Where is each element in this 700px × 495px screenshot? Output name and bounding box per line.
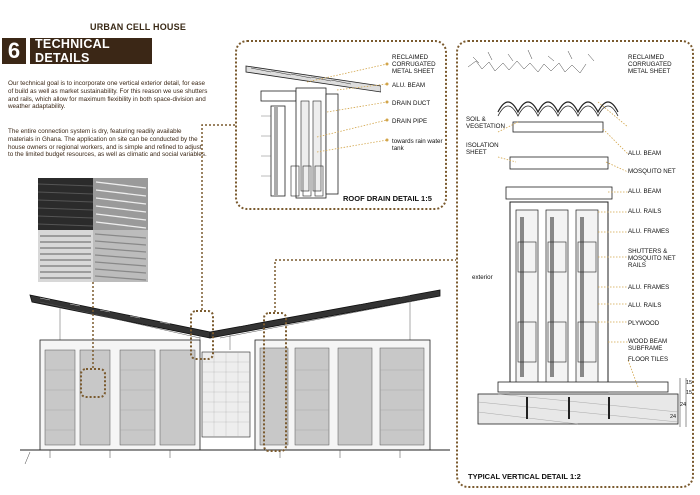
dim-15-b: 15 bbox=[686, 380, 693, 386]
vert-label-alu-frames-2: ALU. FRAMES bbox=[628, 284, 670, 291]
callout-vertical-detail bbox=[263, 312, 287, 452]
vert-label-soil: SOIL & VEGETATION bbox=[466, 116, 505, 130]
vert-label-corrugated: RECLAIMED CORRUGATED METAL SHEET bbox=[628, 54, 672, 75]
shutter-photo bbox=[38, 178, 148, 282]
callout-roof-drain bbox=[190, 310, 214, 360]
roof-leader-lines bbox=[306, 62, 389, 153]
vertical-detail-drawing bbox=[467, 49, 687, 427]
dim-24-b: 24 bbox=[680, 402, 687, 408]
vert-label-plywood: PLYWOOD bbox=[628, 320, 660, 327]
section-number: 6 bbox=[2, 38, 26, 64]
dim-15-a: 15 bbox=[686, 390, 693, 396]
intro-paragraph-1: Our technical goal is to incorporate one… bbox=[8, 80, 208, 111]
vert-label-alu-rails-2: ALU. RAILS bbox=[628, 302, 662, 309]
house-section-drawing bbox=[20, 289, 450, 465]
intro-paragraph-2: The entire connection system is dry, fea… bbox=[8, 128, 207, 159]
roof-label-drain-duct: DRAIN DUCT bbox=[392, 100, 431, 107]
vertical-detail-title: TYPICAL VERTICAL DETAIL 1:2 bbox=[468, 472, 581, 481]
vert-label-shutters-rails: SHUTTERS & MOSQUITO NET RAILS bbox=[628, 248, 676, 269]
section-title: TECHNICAL DETAILS bbox=[30, 37, 152, 65]
vert-label-alu-beam-2: ALU. BEAM bbox=[628, 188, 662, 195]
vert-label-exterior: exterior bbox=[472, 274, 493, 281]
vertical-detail-box: RECLAIMED CORRUGATED METAL SHEET ALU. BE… bbox=[456, 40, 694, 488]
vert-label-floor-tiles: FLOOR TILES bbox=[628, 356, 669, 363]
vert-label-mosquito-net: MOSQUITO NET bbox=[628, 168, 676, 175]
callout-photo-window bbox=[80, 368, 106, 398]
vert-label-alu-rails-1: ALU. RAILS bbox=[628, 208, 662, 215]
roof-label-corrugated: RECLAIMED CORRUGATED METAL SHEET bbox=[392, 54, 436, 75]
roof-label-alu-beam: ALU. BEAM bbox=[392, 82, 426, 89]
roof-detail-title: ROOF DRAIN DETAIL 1:5 bbox=[343, 194, 432, 203]
roof-label-drain-pipe: DRAIN PIPE bbox=[392, 118, 428, 125]
project-subtitle: URBAN CELL HOUSE bbox=[90, 22, 187, 32]
vert-label-alu-beam-1: ALU. BEAM bbox=[628, 150, 662, 157]
roof-drain-drawing bbox=[245, 65, 381, 199]
vert-label-wood-beam: WOOD BEAM SUBFRAME bbox=[628, 338, 668, 352]
dim-24-a: 24 bbox=[670, 414, 677, 420]
roof-label-rain-tank: towards rain water tank bbox=[392, 138, 443, 152]
vert-label-isolation: ISOLATION SHEET bbox=[466, 142, 499, 156]
shutter-photo-graphic bbox=[38, 178, 148, 282]
roof-drain-detail-box: RECLAIMED CORRUGATED METAL SHEET ALU. BE… bbox=[235, 40, 447, 210]
vert-label-alu-frames-1: ALU. FRAMES bbox=[628, 228, 670, 235]
